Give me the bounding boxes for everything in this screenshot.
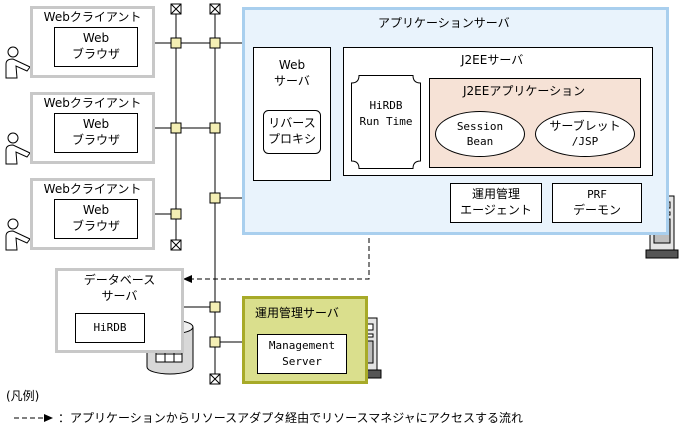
web-browser-label-1: Web bbox=[82, 117, 110, 131]
management-server: 運用管理サーバ Management Server bbox=[242, 296, 368, 384]
web-browser-box: Web ブラウザ bbox=[54, 27, 138, 67]
application-server: アプリケーションサーバ Web サーバ リバース プロキシ J2EEサーバ Hi… bbox=[242, 7, 669, 235]
hirdb-runtime-label-2: Run Time bbox=[359, 115, 413, 128]
hirdb-runtime-label-1: HiRDB bbox=[369, 99, 403, 112]
legend-title: (凡例) bbox=[6, 389, 40, 403]
servlet-label-1: サーブレット bbox=[549, 119, 621, 133]
web-server-title-2: サーバ bbox=[274, 74, 310, 88]
agent-label-2: エージェント bbox=[460, 203, 532, 217]
db-server-title-1: データベース bbox=[83, 273, 156, 287]
servlet-jsp-ellipse: サーブレット /JSP bbox=[535, 111, 635, 157]
hirdb-label: HiRDB bbox=[93, 321, 127, 334]
web-client-title: Webクライアント bbox=[43, 96, 142, 110]
web-client-title: Webクライアント bbox=[43, 182, 142, 196]
servlet-label-2: /JSP bbox=[571, 135, 599, 148]
db-server-title-2: サーバ bbox=[101, 289, 138, 303]
web-client-1: Webクライアント Web ブラウザ bbox=[30, 6, 155, 78]
j2ee-server-box: J2EEサーバ HiRDB Run Time J2EEアプリケーション Sess… bbox=[343, 47, 653, 176]
web-browser-box: Web ブラウザ bbox=[54, 199, 138, 239]
web-server-title-1: Web bbox=[278, 58, 306, 72]
web-browser-label-1: Web bbox=[82, 31, 110, 45]
reverse-proxy-label-2: プロキシ bbox=[267, 132, 316, 146]
web-client-3: Webクライアント Web ブラウザ bbox=[30, 178, 155, 250]
prf-label-2: デーモン bbox=[572, 203, 621, 217]
management-server-box: Management Server bbox=[257, 334, 347, 374]
reverse-proxy-box: リバース プロキシ bbox=[263, 110, 321, 154]
mgmt-label-1: Management bbox=[268, 339, 336, 352]
legend-arrow-description: ：アプリケーションからリソースアダプタ経由でリソースマネジャにアクセスする流れ bbox=[58, 411, 524, 425]
mgmt-label-2: Server bbox=[282, 355, 322, 368]
app-server-title: アプリケーションサーバ bbox=[378, 16, 510, 30]
database-server: データベース サーバ HiRDB bbox=[55, 268, 184, 353]
j2ee-application-box: J2EEアプリケーション Session Bean サーブレット /JSP bbox=[429, 78, 641, 168]
reverse-proxy-label-1: リバース bbox=[268, 116, 316, 130]
session-bean-label-2: Bean bbox=[466, 135, 494, 148]
session-bean-ellipse: Session Bean bbox=[435, 111, 525, 157]
agent-label-1: 運用管理 bbox=[471, 187, 520, 201]
web-browser-box: Web ブラウザ bbox=[54, 113, 138, 153]
web-browser-label-2: ブラウザ bbox=[71, 47, 120, 61]
web-server-box: Web サーバ リバース プロキシ bbox=[253, 47, 331, 181]
web-client-2: Webクライアント Web ブラウザ bbox=[30, 92, 155, 164]
operation-agent-box: 運用管理 エージェント bbox=[450, 183, 542, 223]
hirdb-runtime-box: HiRDB Run Time bbox=[351, 75, 421, 169]
prf-daemon-box: PRF デーモン bbox=[552, 183, 642, 223]
web-browser-label-1: Web bbox=[82, 203, 110, 217]
j2ee-app-title: J2EEアプリケーション bbox=[463, 84, 586, 98]
hirdb-box: HiRDB bbox=[75, 313, 145, 343]
session-bean-label-1: Session bbox=[456, 120, 504, 133]
web-browser-label-2: ブラウザ bbox=[71, 219, 120, 233]
prf-label-1: PRF bbox=[587, 188, 607, 201]
web-browser-label-2: ブラウザ bbox=[71, 133, 120, 147]
web-client-title: Webクライアント bbox=[43, 10, 142, 24]
mgmt-server-title: 運用管理サーバ bbox=[255, 306, 339, 320]
j2ee-server-title: J2EEサーバ bbox=[461, 53, 524, 67]
